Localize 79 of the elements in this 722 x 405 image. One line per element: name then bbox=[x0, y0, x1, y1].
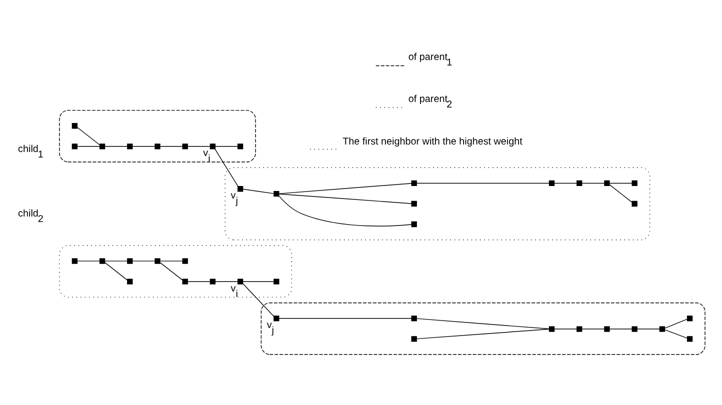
node-box bbox=[210, 278, 216, 284]
node-box bbox=[99, 258, 106, 264]
cluster bbox=[59, 110, 256, 162]
connector bbox=[77, 127, 100, 146]
connector bbox=[416, 318, 550, 330]
connector bbox=[664, 318, 688, 329]
node-box bbox=[576, 180, 582, 186]
connector bbox=[242, 188, 274, 194]
connector bbox=[636, 328, 660, 330]
connector bbox=[664, 329, 688, 339]
node-box bbox=[604, 326, 610, 332]
cluster bbox=[224, 167, 650, 240]
connector bbox=[554, 328, 578, 330]
node-box bbox=[411, 336, 417, 342]
connector bbox=[416, 328, 550, 340]
node-box bbox=[182, 144, 188, 150]
node-box bbox=[154, 258, 160, 264]
node-box bbox=[237, 186, 244, 192]
node-box bbox=[411, 316, 417, 322]
node-box bbox=[72, 144, 78, 150]
node-box bbox=[548, 180, 555, 186]
node-box bbox=[632, 180, 638, 186]
connector bbox=[242, 281, 274, 282]
node-box bbox=[632, 200, 638, 207]
connector bbox=[554, 182, 578, 184]
node-box bbox=[604, 180, 610, 186]
connector bbox=[104, 260, 128, 262]
connector bbox=[278, 318, 412, 319]
node-box bbox=[237, 278, 244, 284]
node-box bbox=[127, 144, 133, 150]
node-box bbox=[659, 326, 666, 332]
connector bbox=[77, 146, 100, 147]
connector bbox=[160, 260, 183, 262]
connector bbox=[416, 182, 550, 184]
node-box bbox=[632, 326, 638, 332]
node-box bbox=[154, 144, 160, 150]
connector bbox=[214, 148, 238, 186]
connector bbox=[132, 260, 156, 262]
connector bbox=[188, 146, 210, 147]
cluster bbox=[59, 245, 292, 298]
node-box bbox=[411, 221, 417, 228]
connector bbox=[609, 184, 632, 203]
connector bbox=[582, 182, 605, 184]
connector bbox=[242, 283, 274, 317]
connector bbox=[104, 146, 128, 147]
node-box bbox=[182, 258, 188, 264]
connector bbox=[278, 183, 412, 194]
node-box bbox=[411, 200, 417, 207]
node-box bbox=[548, 326, 555, 332]
connector bbox=[77, 260, 100, 262]
legend-label: The first neighbor with the highest weight bbox=[342, 136, 522, 148]
node-box bbox=[576, 326, 582, 332]
connector bbox=[215, 146, 238, 147]
connector bbox=[215, 281, 238, 282]
connector bbox=[104, 262, 128, 280]
node-box bbox=[686, 316, 693, 322]
cluster bbox=[260, 302, 706, 355]
node-box bbox=[237, 144, 244, 150]
node-box bbox=[274, 316, 280, 322]
connector bbox=[609, 182, 632, 184]
node-box bbox=[274, 278, 280, 284]
node-box bbox=[411, 180, 417, 186]
node-box bbox=[686, 336, 693, 342]
connector bbox=[278, 196, 412, 226]
connector bbox=[609, 328, 632, 330]
node-box bbox=[127, 278, 133, 284]
node-box bbox=[127, 258, 133, 264]
connector bbox=[160, 146, 183, 147]
node-box bbox=[274, 191, 280, 197]
node-box bbox=[182, 278, 188, 284]
connector bbox=[188, 281, 210, 282]
node-box bbox=[99, 144, 106, 150]
connector bbox=[278, 194, 412, 204]
connector bbox=[582, 328, 605, 330]
node-box bbox=[210, 144, 216, 150]
node-box bbox=[72, 258, 78, 264]
connector bbox=[160, 262, 183, 280]
connector bbox=[132, 146, 156, 147]
node-box bbox=[72, 123, 78, 129]
